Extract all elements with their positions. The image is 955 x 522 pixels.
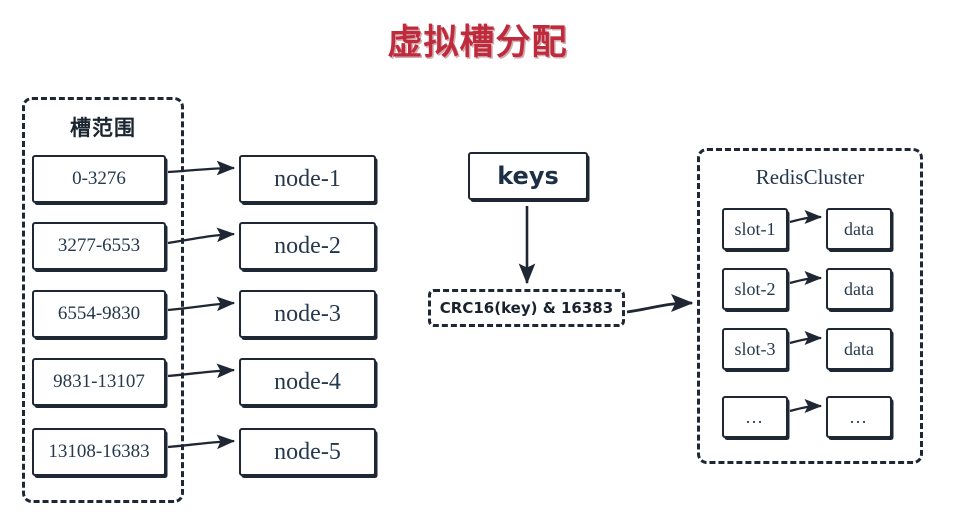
node-box-5[interactable]: node-5 xyxy=(239,428,376,476)
cluster-data-box-2[interactable]: data xyxy=(826,268,892,310)
cluster-data-box-1[interactable]: data xyxy=(826,208,892,250)
cluster-slot-box-2[interactable]: slot-2 xyxy=(722,268,788,310)
slot-range-box-4[interactable]: 9831-13107 xyxy=(32,358,166,406)
slot-range-box-1[interactable]: 0-3276 xyxy=(32,155,166,203)
node-box-1[interactable]: node-1 xyxy=(239,155,376,203)
cluster-slot-box-3[interactable]: slot-3 xyxy=(722,328,788,370)
slot-range-panel-label: 槽范围 xyxy=(70,116,136,140)
redis-cluster-panel xyxy=(697,148,923,464)
slot-range-box-2[interactable]: 3277-6553 xyxy=(32,222,166,270)
node-box-4[interactable]: node-4 xyxy=(239,358,376,406)
cluster-data-box-more: … xyxy=(826,396,892,438)
redis-cluster-title: RedisCluster xyxy=(755,165,865,189)
page-title: 虚拟槽分配 xyxy=(387,23,568,63)
node-box-2[interactable]: node-2 xyxy=(239,222,376,270)
keys-box[interactable]: keys xyxy=(468,152,588,200)
cluster-data-box-3[interactable]: data xyxy=(826,328,892,370)
cluster-slot-box-more: … xyxy=(722,396,788,438)
slot-range-box-3[interactable]: 6554-9830 xyxy=(32,290,166,338)
crc16-hash-box[interactable]: CRC16(key) & 16383 xyxy=(428,289,625,327)
cluster-slot-box-1[interactable]: slot-1 xyxy=(722,208,788,250)
node-box-3[interactable]: node-3 xyxy=(239,290,376,338)
arrow-hash-to-cluster xyxy=(626,294,694,314)
slot-range-box-5[interactable]: 13108-16383 xyxy=(32,428,166,476)
slot-range-panel xyxy=(22,97,184,503)
